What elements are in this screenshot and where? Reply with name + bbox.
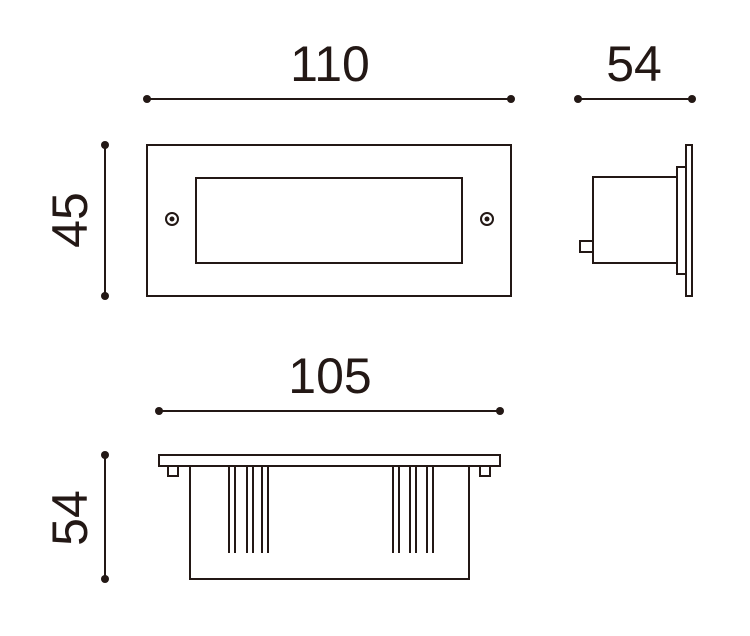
spring-clip-right [392, 466, 434, 553]
cable-gland [579, 240, 594, 253]
dimension-label-front-height: 45 [42, 192, 98, 248]
dimension-endpoint [688, 95, 696, 103]
top-flange [158, 454, 501, 467]
dimension-endpoint [496, 407, 504, 415]
dimension-endpoint [155, 407, 163, 415]
dimension-endpoint [101, 141, 109, 149]
side-view [579, 144, 693, 297]
dimension-front-width: 110 [143, 36, 515, 103]
dimension-label-body-width: 105 [288, 348, 371, 404]
dimension-endpoint [101, 575, 109, 583]
side-faceplate [685, 144, 693, 297]
dimension-body-width: 105 [155, 348, 504, 415]
screw-icon-left [165, 212, 179, 226]
top-view [158, 454, 501, 580]
dimension-label-front-width: 110 [290, 36, 370, 92]
side-body [592, 176, 678, 264]
dimension-endpoint [101, 292, 109, 300]
spring-clip-left [228, 466, 269, 553]
dimension-endpoint [143, 95, 151, 103]
dimension-endpoint [101, 451, 109, 459]
screw-icon-right [480, 212, 494, 226]
mount-tab-right [479, 465, 491, 477]
lens-window [195, 177, 463, 264]
dimension-body-depth: 54 [42, 451, 109, 583]
dimension-label-side-depth: 54 [606, 36, 662, 92]
side-flange [676, 166, 687, 275]
dimension-side-depth: 54 [574, 36, 696, 103]
dimension-front-height: 45 [42, 141, 109, 300]
front-view [146, 144, 512, 297]
housing-body [189, 465, 470, 580]
dimension-endpoint [507, 95, 515, 103]
mount-tab-left [167, 465, 179, 477]
dimension-label-body-depth: 54 [42, 490, 98, 546]
dimension-endpoint [574, 95, 582, 103]
